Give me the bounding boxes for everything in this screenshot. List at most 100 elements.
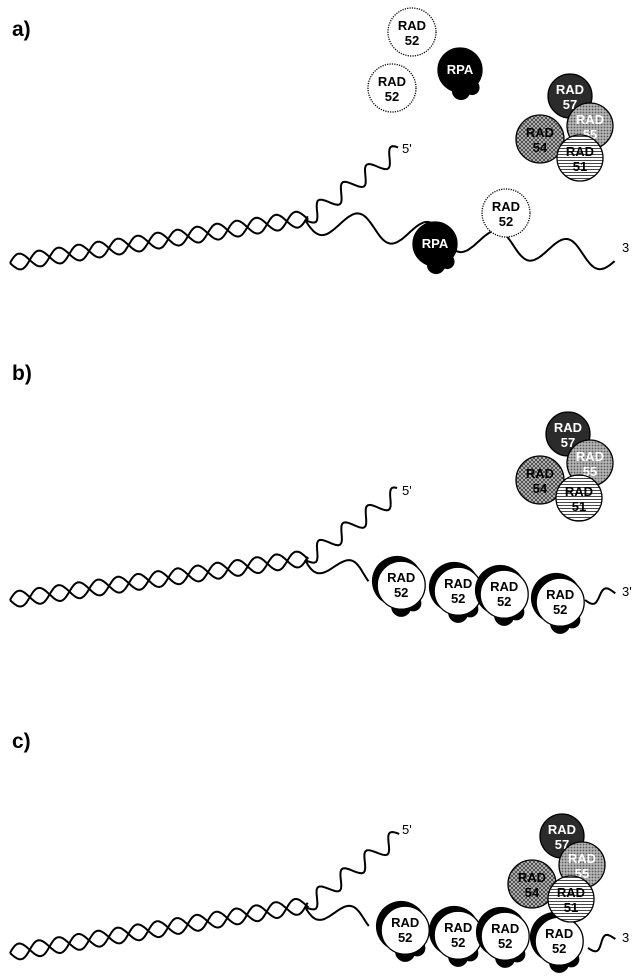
ssdna-5-prime-strand [304,145,399,224]
protein-label-name: RAD [491,921,519,936]
protein-label-name: RAD [391,915,419,930]
protein-label-number: 55 [583,464,597,479]
protein-label-name: RAD [444,576,472,591]
protein-label-number: 57 [563,97,577,112]
protein-label-name: RAD [554,420,582,435]
protein-ball-shape [367,63,417,113]
five-prime-label: 5' [402,822,412,837]
protein-ball-shape [376,560,426,610]
protein-label-number: 52 [499,214,513,229]
protein-label-number: 52 [451,935,465,950]
three-prime-label: 3' [622,584,632,599]
dna-duplex-strand-1 [9,901,309,961]
protein-ball-shape [556,134,604,182]
protein-label-name: RAD [526,125,554,140]
protein-ball-shape [412,221,458,267]
protein-ball-shape [547,875,595,923]
protein-label-number: 52 [394,585,408,600]
protein-label-number: 52 [398,930,412,945]
protein-label-name: RAD [518,870,546,885]
panel-label: c) [12,730,31,753]
protein-label-number: 51 [573,159,587,174]
protein-ball-shape [437,47,483,93]
protein-label-name: RAD [557,885,585,900]
protein-label-number: 57 [561,435,575,450]
five-prime-label: 5' [402,483,412,498]
protein-label-number: 52 [498,936,512,951]
protein-label-number: 52 [553,602,567,617]
protein-label: RPA [447,62,474,77]
protein-label-name: RAD [548,822,576,837]
three-prime-label: 3 [622,240,629,255]
protein-label-name: RAD [387,570,415,585]
ssdna-5-prime-strand [304,486,398,564]
protein-ball-shape [387,7,437,57]
protein-ball-shape [555,474,603,522]
protein-label-number: 52 [552,941,566,956]
protein-ball-shape [515,114,565,164]
protein-label-number: 54 [533,481,548,496]
protein-label-name: RAD [568,851,596,866]
dna-duplex-strand-1 [9,213,309,271]
protein-label-number: 52 [385,89,399,104]
ssdna-3-prime-strand [304,559,370,582]
protein-ball-shape [479,569,529,619]
protein-label-name: RAD [545,926,573,941]
ssdna-3-prime-tail [587,933,616,953]
protein-label-name: RAD [444,920,472,935]
ssdna-3-prime-strand [304,904,370,927]
protein-label-number: 52 [497,594,511,609]
dna-duplex-strand-2 [9,210,309,268]
rpa-protein: RPA [437,47,483,101]
panel-label: b) [12,362,32,385]
protein-label-name: RAD [490,579,518,594]
protein-ball-shape [535,577,585,627]
protein-label-number: 54 [533,140,548,155]
five-prime-label: 5' [402,141,412,156]
protein-label-name: RAD [398,18,426,33]
protein-label-number: 54 [525,885,540,900]
protein-label: RPA [422,236,449,251]
protein-label-name: RAD [492,199,520,214]
ssdna-3-prime-tail [584,587,616,605]
panel-label: a) [12,18,31,41]
protein-label-name: RAD [576,449,604,464]
dna-duplex-strand-2 [9,898,310,958]
protein-label-name: RAD [546,587,574,602]
dna-duplex-strand-1 [9,553,309,608]
protein-label-number: 51 [564,900,578,915]
ssdna-5-prime-strand [304,830,400,911]
protein-label-name: RAD [576,112,604,127]
protein-ball-shape [480,911,530,961]
protein-ball-shape [481,188,531,238]
protein-label-number: 51 [572,499,586,514]
ssdna-3-prime-strand [304,212,616,271]
protein-label-name: RAD [526,466,554,481]
protein-label-name: RAD [556,82,584,97]
rpa-protein: RPA [412,221,458,275]
three-prime-label: 3 [622,930,629,945]
protein-label-number: 52 [405,33,419,48]
protein-label-name: RAD [566,144,594,159]
